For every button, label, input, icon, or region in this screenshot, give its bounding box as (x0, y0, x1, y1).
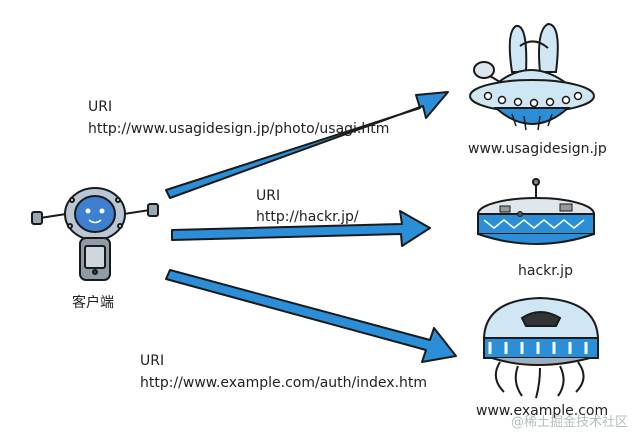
server-host-1: www.usagidesign.jp (468, 141, 607, 157)
uri-value-1: http://www.usagidesign.jp/photo/usagi.ht… (88, 121, 390, 137)
uri-label-3: URI (140, 353, 165, 369)
client-label: 客户端 (72, 295, 114, 311)
uri-value-2: http://hackr.jp/ (256, 209, 359, 225)
uri-value-3: http://www.example.com/auth/index.htm (140, 375, 428, 391)
hackr-station-icon (477, 178, 595, 245)
watermark: @稀土掘金技术社区 (510, 415, 628, 430)
arrow-to-hackr (171, 210, 431, 247)
uri-label-2: URI (256, 188, 281, 204)
arrow-to-example (165, 269, 457, 363)
example-dome-icon (482, 296, 600, 399)
arrow-to-usagidesign (165, 91, 449, 199)
usagidesign-ufo-icon (469, 22, 595, 131)
client-robot-icon (31, 187, 159, 281)
server-host-2: hackr.jp (518, 263, 573, 279)
server-host-3: www.example.com (476, 403, 609, 419)
uri-label-1: URI (88, 99, 113, 115)
